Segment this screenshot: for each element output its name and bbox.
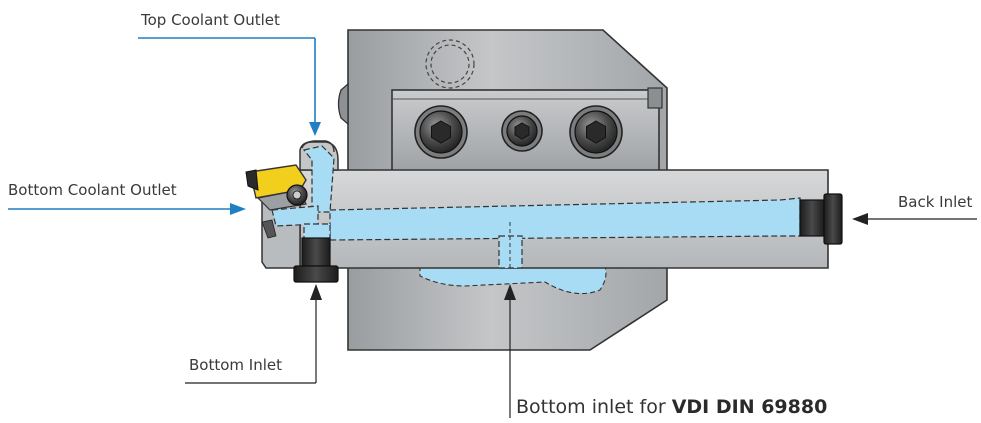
vdi-inlet-label-standard: VDI DIN 69880	[671, 396, 828, 418]
holder-top-port	[425, 39, 475, 89]
top-outlet-callout	[138, 37, 321, 136]
screw-middle-icon	[501, 110, 543, 152]
bottom-coolant-outlet-label: Bottom Coolant Outlet	[8, 181, 177, 199]
cutting-insert	[245, 164, 308, 239]
back-inlet-callout	[852, 213, 977, 225]
bottom-inlet-callout	[185, 284, 322, 384]
bottom-inlet-plug	[293, 237, 339, 283]
screw-right-icon	[569, 105, 623, 159]
top-coolant-outlet-label: Top Coolant Outlet	[141, 11, 280, 29]
screw-left-icon	[414, 105, 468, 159]
holder-tab	[337, 82, 349, 126]
back-inlet-plug	[799, 193, 843, 245]
top-nozzle	[301, 140, 335, 153]
vdi-inlet-label-prefix: Bottom inlet for	[516, 396, 672, 418]
coolant-channels	[271, 145, 801, 269]
back-inlet-label: Back Inlet	[898, 193, 973, 211]
bottom-outlet-callout	[8, 203, 246, 215]
vdi-inlet-callout	[504, 284, 516, 418]
bottom-inlet-label: Bottom Inlet	[189, 356, 282, 374]
vdi-inlet-label: Bottom inlet for VDI DIN 69880	[516, 396, 827, 418]
